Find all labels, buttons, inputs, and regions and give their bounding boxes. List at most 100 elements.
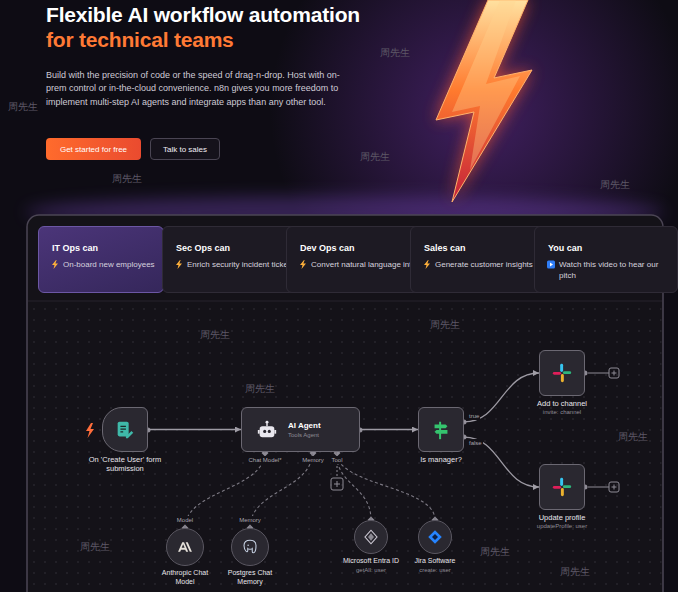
- node-text: Anthropic Chat Model: [154, 569, 216, 587]
- node-subtext: invite: channel: [517, 409, 607, 417]
- port-label: Tool: [330, 456, 343, 464]
- add-box: [331, 478, 343, 490]
- watermark: 周先生: [200, 328, 230, 342]
- label-wrap: Memory: [301, 456, 325, 464]
- label-wrap: for technical teams: [46, 28, 234, 52]
- edge-label: Model: [176, 516, 194, 524]
- watermark: 周先生: [430, 318, 460, 332]
- subnode-circle: Microsoft Entra IDgetAll: user: [354, 520, 388, 554]
- node-text-column: AI AgentTools Agent: [288, 421, 321, 438]
- node-icon: [551, 362, 573, 384]
- node-icon: [426, 528, 444, 546]
- label-wrap: 周先生: [618, 430, 648, 444]
- port-label: Chat Model*: [247, 456, 282, 464]
- icon: [426, 528, 444, 546]
- icon: [51, 260, 59, 269]
- node-icon: [430, 419, 452, 441]
- node-caption: Add to channelinvite: channel: [517, 399, 607, 417]
- connector: [464, 373, 539, 422]
- icon: [551, 476, 573, 498]
- node-icon: [176, 538, 194, 556]
- workflow-node: Is manager?: [418, 407, 464, 452]
- node-text: Talk to sales: [163, 145, 207, 154]
- node-icon: [362, 528, 380, 546]
- add-stub: [337, 466, 338, 478]
- node-text: On 'Create User' form submission: [77, 455, 173, 474]
- node-text: AI Agent: [288, 421, 321, 430]
- icon: [430, 419, 452, 441]
- output-ports: [146, 371, 588, 490]
- node-text: Jira Software: [393, 557, 477, 566]
- agent-node: AI AgentTools Agent: [241, 407, 360, 452]
- icon: [551, 362, 573, 384]
- node-text: Get started for free: [60, 145, 127, 154]
- node-subtext: Watch this video to hear our pitch: [559, 259, 669, 281]
- node-caption: Update profileupdateProfile: user: [517, 513, 607, 531]
- icon: [547, 260, 555, 269]
- label-wrap: 周先生: [600, 178, 630, 192]
- add-box: [609, 368, 619, 378]
- edge-label: Memory: [238, 516, 262, 524]
- label-wrap: 周先生: [200, 328, 230, 342]
- dot-grid: [29, 302, 662, 592]
- add-stub: [588, 373, 609, 374]
- watermark: 周先生: [360, 150, 390, 164]
- node-subtext: On-board new employees: [63, 259, 155, 270]
- edge-label: true: [468, 412, 480, 420]
- connector: [148, 429, 241, 430]
- watermark: 周先生: [380, 46, 410, 60]
- add-stub: [588, 487, 609, 488]
- connector: [360, 429, 418, 430]
- cta-button: Get started for free: [46, 138, 141, 160]
- label-wrap: 周先生: [80, 540, 110, 554]
- node-icon: [256, 419, 278, 441]
- label-wrap: 周先生: [380, 46, 410, 60]
- edge-label-wrap: Memory: [238, 516, 262, 524]
- headline: Flexible AI workflow automation: [46, 3, 360, 27]
- headline-accent: for technical teams: [46, 28, 234, 52]
- icon: [176, 538, 194, 556]
- label-wrap: 周先生: [480, 545, 510, 559]
- use-case-tab: IT Ops canOn-board new employees: [38, 226, 164, 293]
- node-text: Add to channel: [517, 399, 607, 408]
- node-subtext: Enrich security incident tickets: [187, 259, 294, 270]
- label-wrap: 周先生: [360, 150, 390, 164]
- label-wrap: Chat Model*: [247, 456, 282, 464]
- node-caption: On 'Create User' form submission: [77, 455, 173, 474]
- workflow-node: On 'Create User' form submission: [102, 407, 148, 452]
- cta-button: Talk to sales: [150, 138, 220, 160]
- node-subtext: Tools Agent: [288, 432, 321, 438]
- port-label: Memory: [301, 456, 325, 464]
- label-wrap: 周先生: [560, 565, 590, 579]
- node-text: IT Ops can: [52, 243, 155, 253]
- node-icon: [241, 538, 259, 556]
- trigger-bolt: [86, 423, 94, 438]
- watermark: 周先生: [560, 565, 590, 579]
- connector: [464, 437, 539, 487]
- watermark: 周先生: [600, 178, 630, 192]
- workflow-node: Add to channelinvite: channel: [539, 350, 585, 396]
- node-caption: Microsoft Entra IDgetAll: user: [329, 557, 413, 574]
- node-text: Sec Ops can: [176, 243, 294, 253]
- node-icon: [51, 260, 59, 269]
- node-text: Postgres Chat Memory: [219, 569, 281, 587]
- node-text: Microsoft Entra ID: [329, 557, 413, 566]
- label-wrap: 周先生: [430, 318, 460, 332]
- node-caption: Is manager?: [406, 455, 476, 464]
- use-case-tab: Sec Ops canEnrich security incident tick…: [162, 226, 303, 293]
- port-diamonds: [182, 450, 439, 532]
- use-case-tab: You canWatch this video to hear our pitc…: [534, 226, 678, 293]
- node-subtext: create: user: [393, 567, 477, 575]
- node-icon: [551, 476, 573, 498]
- node-subtext: updateProfile: user: [517, 523, 607, 531]
- node-subtext: getAll: user: [329, 567, 413, 575]
- subnode-circle: Jira Softwarecreate: user: [418, 520, 452, 554]
- plus-symbol: [334, 481, 340, 487]
- bolt-glow: [436, 0, 532, 202]
- icon: [299, 260, 307, 269]
- edge-label-wrap: false: [468, 439, 483, 447]
- watermark: 周先生: [245, 382, 275, 396]
- label-wrap: Tool: [330, 456, 343, 464]
- purple-glow: [0, 0, 678, 330]
